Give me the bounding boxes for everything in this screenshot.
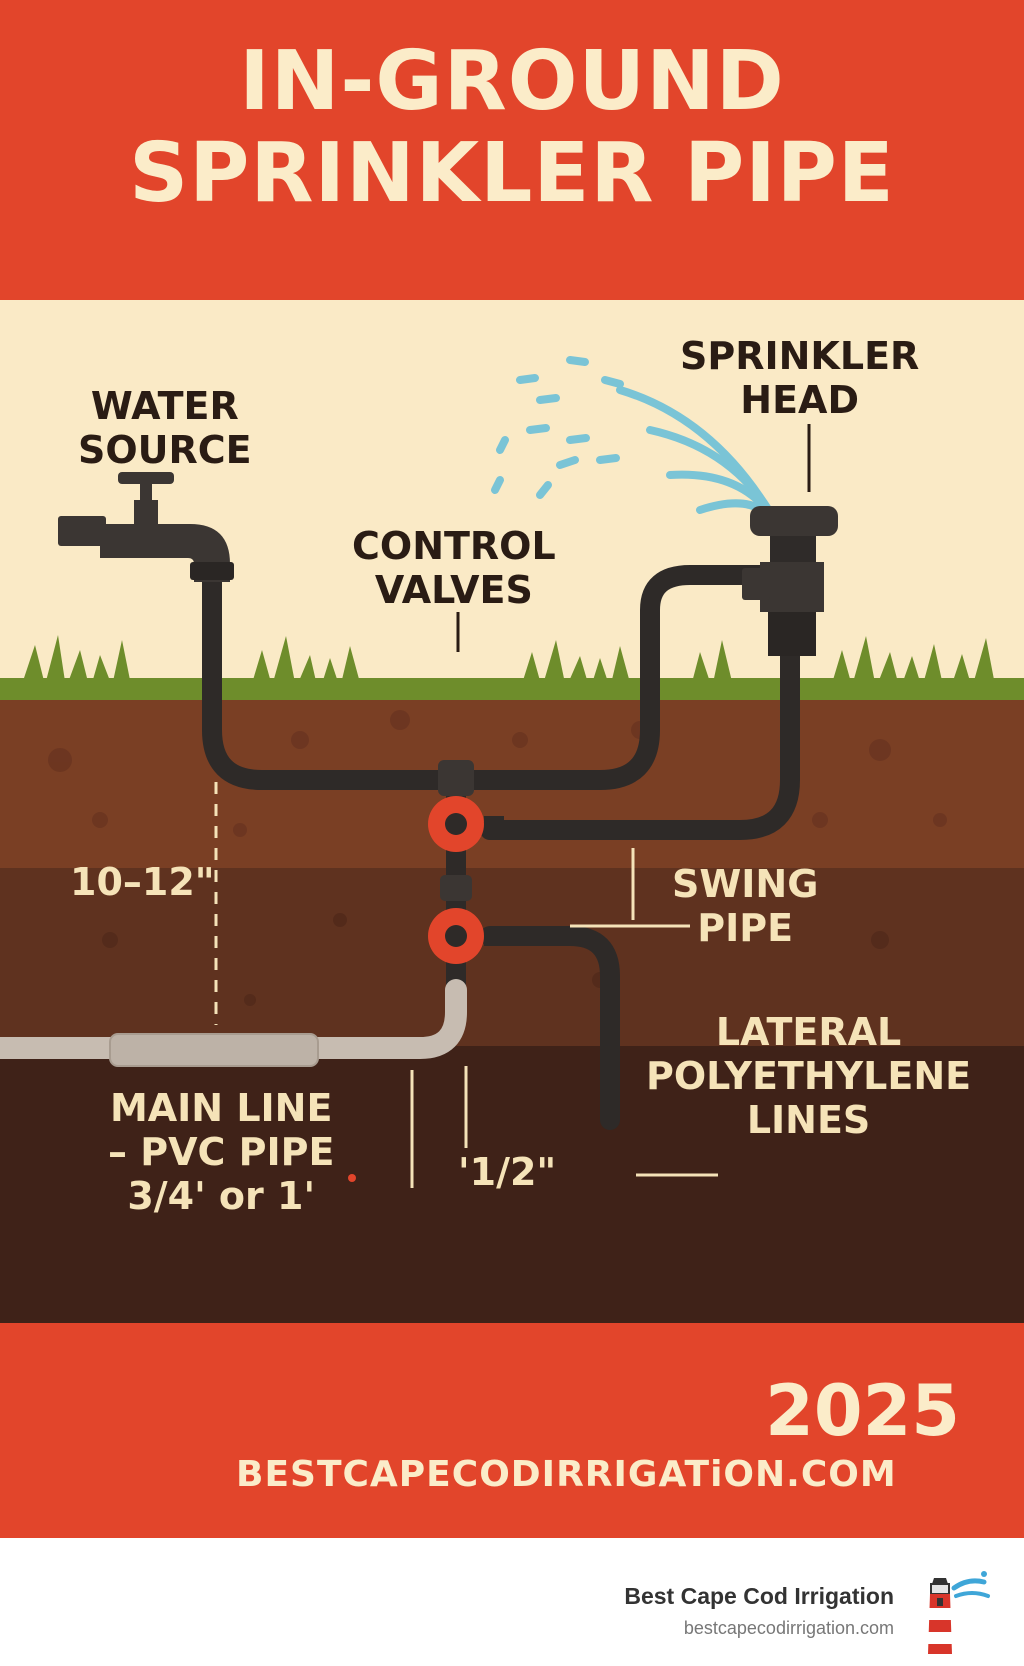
title-line-2: SPRINKLER PIPE xyxy=(129,126,895,221)
label-sprinkler-head-line-2: HEAD xyxy=(740,378,860,422)
label-sprinkler-head-line-1: SPRINKLER xyxy=(680,334,920,378)
soil-layer-middle xyxy=(0,868,1024,1046)
label-control-valves: CONTROL VALVES xyxy=(352,524,556,612)
label-main-line-line-3: 3/4' or 1' xyxy=(127,1174,316,1218)
title-banner: IN-GROUND SPRINKLER PIPE xyxy=(0,0,1024,300)
pipe-coupler xyxy=(440,875,472,901)
label-lateral-lines-line-3: LINES xyxy=(746,1098,871,1142)
label-water-source: WATER SOURCE xyxy=(78,384,252,472)
leader-lines xyxy=(214,424,811,1188)
brand-name: Best Cape Cod Irrigation xyxy=(624,1583,894,1609)
control-valve-1 xyxy=(428,796,504,852)
label-lateral-size: '1/2" xyxy=(458,1150,556,1194)
year-label: 2025 xyxy=(765,1370,960,1452)
label-lateral-lines-line-2: POLYETHYLENE xyxy=(646,1054,972,1098)
grass-blades xyxy=(20,635,996,690)
label-lateral-lines: LATERAL POLYETHYLENE LINES xyxy=(646,1010,971,1142)
label-sprinkler-head: SPRINKLER HEAD xyxy=(680,334,919,422)
faucet-icon xyxy=(58,472,234,582)
label-swing-pipe-line-2: PIPE xyxy=(697,906,794,950)
soil-layer-deep xyxy=(0,1046,1024,1323)
control-valve-2 xyxy=(428,908,504,964)
label-water-source-line-2: SOURCE xyxy=(78,428,252,472)
cross-section-diagram: WATER SOURCE SPRINKLER HEAD CONTROL VALV… xyxy=(0,300,1024,1323)
label-main-line-line-1: MAIN LINE xyxy=(109,1086,333,1130)
footer-banner: 2025 BESTCAPECODIRRIGATiON.COM xyxy=(0,1323,1024,1538)
label-control-valves-line-2: VALVES xyxy=(374,568,533,612)
label-depth: 10–12" xyxy=(70,860,215,904)
label-swing-pipe-line-1: SWING xyxy=(672,862,819,906)
soil-speckles-deep xyxy=(102,913,889,1006)
brand-footer: Best Cape Cod Irrigation bestcapecodirri… xyxy=(0,1538,1024,1666)
main-line-pipe xyxy=(0,979,467,1067)
title-line-1: IN-GROUND xyxy=(239,34,785,129)
label-swing-pipe: SWING PIPE xyxy=(672,862,818,950)
website-url: BESTCAPECODIRRIGATiON.COM xyxy=(236,1454,897,1495)
label-dot xyxy=(348,1174,356,1182)
label-main-line-line-2: – PVC PIPE xyxy=(108,1130,335,1174)
label-lateral-lines-line-1: LATERAL xyxy=(715,1010,902,1054)
label-lateral-size-value: '1/2" xyxy=(458,1150,557,1194)
sky-background xyxy=(0,300,1024,690)
sprinkler-head-icon xyxy=(742,506,838,656)
grass-ground xyxy=(0,678,1024,700)
lighthouse-icon xyxy=(928,1571,990,1654)
brand-url: bestcapecodirrigation.com xyxy=(683,1618,894,1638)
label-main-line: MAIN LINE – PVC PIPE 3/4' or 1' xyxy=(108,1086,334,1218)
tee-fitting xyxy=(438,760,474,796)
label-control-valves-line-1: CONTROL xyxy=(352,524,556,568)
label-water-source-line-1: WATER xyxy=(90,384,239,428)
poster-title: IN-GROUND SPRINKLER PIPE xyxy=(0,36,1024,220)
label-depth-value: 10–12" xyxy=(70,860,215,904)
